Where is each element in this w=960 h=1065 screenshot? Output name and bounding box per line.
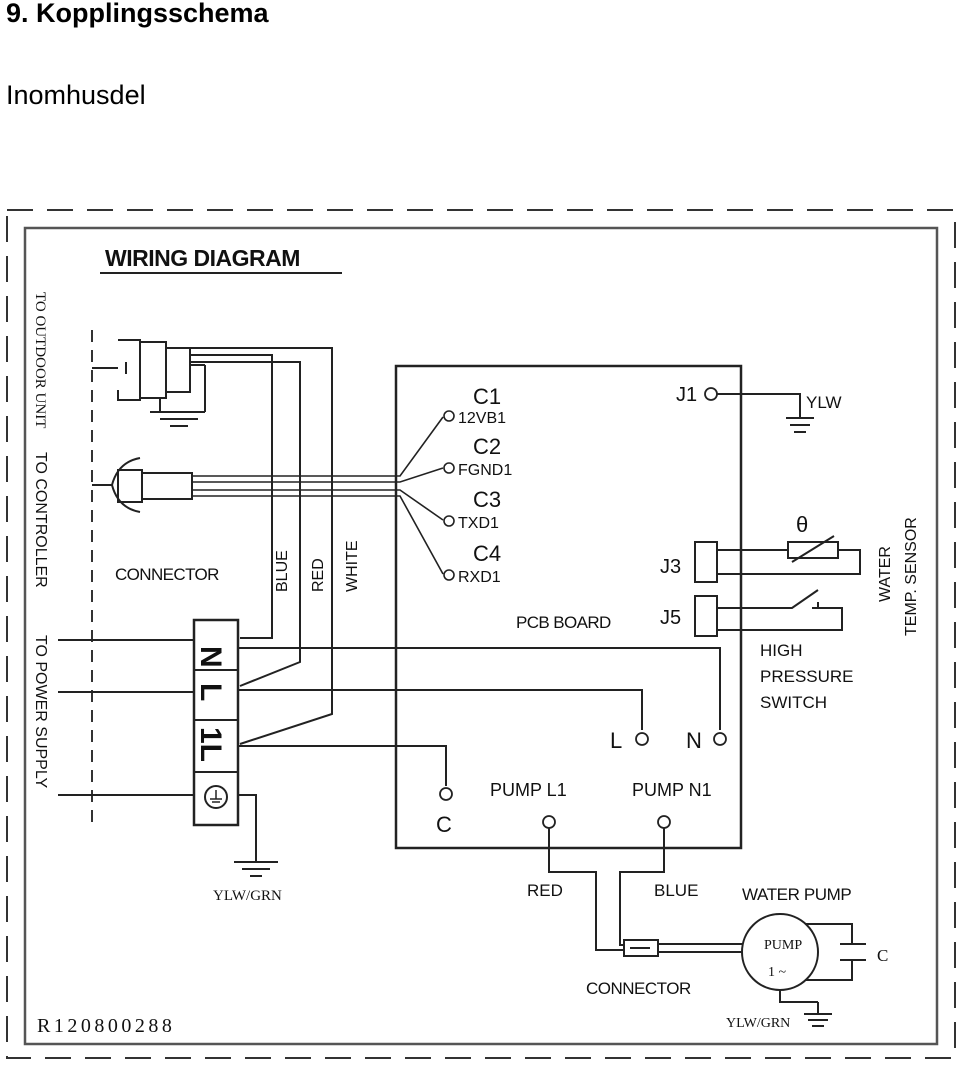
switch-label-switch: SWITCH bbox=[760, 693, 827, 712]
power-supply-lines bbox=[58, 639, 194, 796]
terminal-l-pcb-icon bbox=[635, 732, 649, 746]
wire-label-white: WHITE bbox=[344, 540, 361, 592]
pump-symbol-phase: 1 ~ bbox=[768, 965, 787, 980]
j1-label: J1 bbox=[676, 384, 697, 406]
j3-connector bbox=[694, 541, 718, 583]
terminal-n-label: N bbox=[194, 646, 227, 668]
label-to-outdoor-unit: TO OUTDOOR UNIT bbox=[32, 292, 48, 428]
diagram-title: WIRING DIAGRAM bbox=[105, 245, 300, 271]
ground-left-label: YLW/GRN bbox=[213, 888, 282, 904]
page-subheading: Inomhusdel bbox=[6, 80, 146, 110]
pump-l1-terminal-icon bbox=[542, 815, 556, 829]
pin-c2: C2 FGND1 bbox=[443, 434, 512, 479]
pin-c4-terminal-icon bbox=[443, 569, 455, 581]
temp-sensor-wires bbox=[717, 535, 861, 575]
pressure-switch-wires bbox=[717, 589, 843, 631]
pin-c3: C3 TXD1 bbox=[443, 487, 501, 532]
pin-c4-id: C4 bbox=[473, 541, 501, 566]
label-to-power-supply: TO POWER SUPPLY bbox=[32, 635, 49, 789]
outdoor-plug-icon bbox=[92, 339, 206, 427]
pump-wires bbox=[548, 828, 742, 957]
ground-left-icon bbox=[234, 861, 278, 877]
wire-label-blue: BLUE bbox=[274, 550, 291, 592]
pin-c4-signal: RXD1 bbox=[458, 569, 501, 586]
controller-wires bbox=[192, 416, 444, 575]
terminal-l-pcb-label: L bbox=[610, 728, 622, 753]
pump-l1-label: PUMP L1 bbox=[490, 780, 567, 800]
pump-symbol-label: PUMP bbox=[764, 938, 802, 953]
pin-c2-terminal-icon bbox=[443, 462, 455, 474]
pin-c3-id: C3 bbox=[473, 487, 501, 512]
terminal-1l-label: 1L bbox=[194, 727, 227, 762]
wiring-diagram: WIRING DIAGRAM TO OUTDOOR UNIT TO CONTRO… bbox=[6, 209, 956, 1059]
wire-label-red: RED bbox=[310, 558, 327, 592]
switch-label-pressure: PRESSURE bbox=[760, 667, 854, 686]
pin-c2-signal: FGND1 bbox=[458, 462, 512, 479]
ground-pump-label: YLW/GRN bbox=[726, 1016, 790, 1031]
pin-c3-terminal-icon bbox=[443, 515, 455, 527]
pin-c3-signal: TXD1 bbox=[458, 515, 499, 532]
terminal-c-pcb-label: C bbox=[436, 812, 452, 837]
terminal-n-pcb-icon bbox=[713, 732, 727, 746]
j1-terminal-icon bbox=[704, 387, 718, 401]
pump-n1-terminal-icon bbox=[657, 815, 671, 829]
pin-c1-id: C1 bbox=[473, 384, 501, 409]
pcb-board bbox=[394, 364, 743, 850]
plug-power-wires bbox=[190, 347, 333, 745]
j5-connector bbox=[694, 595, 718, 637]
terminal-c-pcb-icon bbox=[439, 787, 453, 801]
pin-c2-id: C2 bbox=[473, 434, 501, 459]
drawing-number: R120800288 bbox=[37, 1015, 175, 1037]
terminal-n-pcb-label: N bbox=[686, 728, 702, 753]
pump-wire-red-label: RED bbox=[527, 881, 563, 900]
j1-ground-wire bbox=[717, 393, 814, 433]
switch-label-high: HIGH bbox=[760, 641, 803, 660]
pump-connector bbox=[623, 939, 659, 957]
j3-label: J3 bbox=[660, 556, 681, 578]
water-pump-label: WATER PUMP bbox=[742, 885, 851, 904]
theta-symbol: θ bbox=[796, 512, 808, 537]
j5-label: J5 bbox=[660, 607, 681, 629]
inner-frame bbox=[23, 226, 939, 1046]
terminal-output-wires bbox=[238, 647, 721, 862]
pin-c1-terminal-icon bbox=[443, 410, 455, 422]
connector-bottom-label: CONNECTOR bbox=[586, 979, 691, 998]
terminal-l-label: L bbox=[194, 683, 227, 701]
sensor-label-temp: TEMP. SENSOR bbox=[903, 517, 920, 636]
thermistor-icon bbox=[787, 541, 839, 559]
dashed-outer-border bbox=[6, 209, 956, 1059]
sensor-label-water: WATER bbox=[877, 546, 894, 602]
pin-c1: C1 12VB1 bbox=[443, 384, 506, 427]
connector-left-label: CONNECTOR bbox=[115, 565, 219, 584]
pump-capacitor-icon bbox=[805, 923, 866, 981]
capacitor-label: C bbox=[877, 946, 888, 965]
pin-c4: C4 RXD1 bbox=[443, 541, 501, 586]
pump-wire-blue-label: BLUE bbox=[654, 881, 698, 900]
pcb-board-label: PCB BOARD bbox=[516, 613, 611, 632]
label-to-controller: TO CONTROLLER bbox=[32, 452, 49, 588]
pin-c1-signal: 12VB1 bbox=[458, 410, 506, 427]
page-heading: 9. Kopplingsschema bbox=[6, 0, 269, 28]
ground-terminal-icon bbox=[204, 785, 228, 809]
ground-pump-icon bbox=[779, 990, 832, 1027]
terminal-block bbox=[192, 618, 240, 827]
pump-n1-label: PUMP N1 bbox=[632, 780, 712, 800]
controller-connector-icon bbox=[92, 457, 193, 513]
j1-wire-label: YLW bbox=[806, 393, 842, 412]
